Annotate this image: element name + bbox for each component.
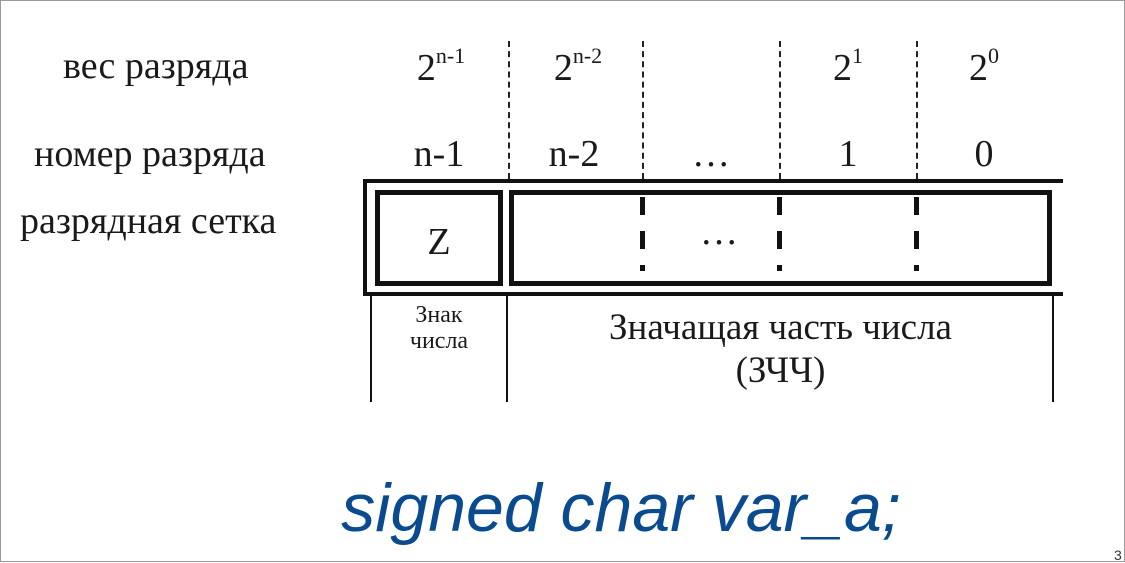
number-cell-0: 0 [974,133,994,175]
magnitude-caption: Значащая часть числа (ЗЧЧ) [509,307,1052,392]
weight-row-label: вес разряда [63,45,249,87]
bit-separator [914,197,919,271]
weight-cell-0: 20 [969,43,999,89]
grid-row-label: разрядная сетка [20,200,277,242]
caption-bracket-divider [506,296,508,402]
magnitude-caption-line1: Значащая часть числа [609,307,952,348]
weight-cell-1: 21 [833,43,863,89]
sign-caption-line2: числа [409,328,469,355]
caption-bracket-right [1052,296,1054,402]
magnitude-bits-cell: … [509,190,1052,286]
magnitude-ellipsis: … [700,211,738,253]
sign-bit-cell: Z [375,190,503,286]
code-declaration: signed char var_a; [341,470,901,546]
column-separator [508,41,510,179]
number-cell-n-2: n-2 [548,133,600,175]
sign-bit-label: Z [427,221,451,263]
column-separator [779,41,781,179]
magnitude-caption-line2: (ЗЧЧ) [735,349,826,391]
caption-bracket-left [370,296,372,402]
page-number: 3 [1114,547,1122,563]
column-separator [916,41,918,179]
sign-caption-line1: Знак [415,302,463,328]
sign-caption: Знак числа [373,302,505,355]
weight-cell-n-2: 2n-2 [553,43,603,89]
number-cell-n-1: n-1 [413,133,465,175]
bit-separator [640,197,645,271]
bit-separator [777,197,782,271]
bit-grid-outer-frame [363,179,1063,296]
weight-cell-n-1: 2n-1 [416,43,466,89]
number-row-label: номер разряда [34,133,266,175]
number-cell-1: 1 [838,133,858,175]
number-cell-ellipsis: … [692,133,730,175]
column-separator [642,41,644,179]
